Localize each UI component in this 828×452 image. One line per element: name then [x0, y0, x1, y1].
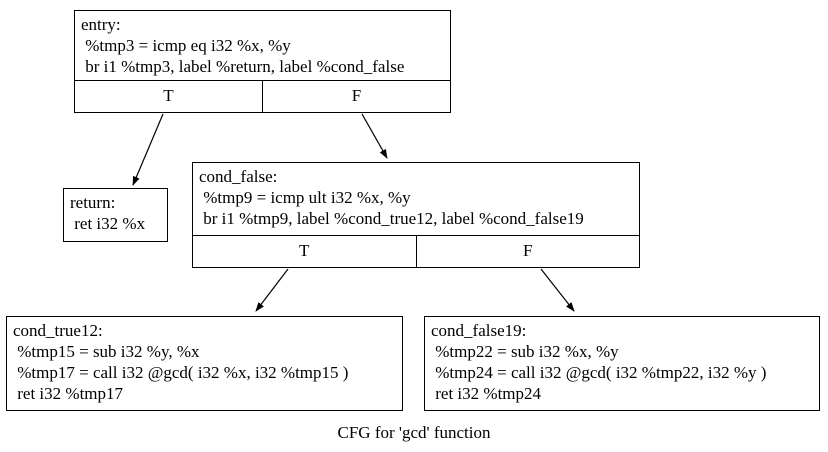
port-true-cell: T: [163, 86, 174, 105]
ir-line: %tmp9 = icmp ult i32 %x, %y: [199, 188, 411, 207]
node-entry-body: entry: %tmp3 = icmp eq i32 %x, %y br i1 …: [75, 11, 450, 77]
ir-line: br i1 %tmp9, label %cond_true12, label %…: [199, 209, 584, 228]
block-label: cond_false19:: [431, 321, 527, 340]
node-return-body: return: ret i32 %x: [64, 189, 167, 234]
ir-line: br i1 %tmp3, label %return, label %cond_…: [81, 57, 405, 76]
ir-line: %tmp3 = icmp eq i32 %x, %y: [81, 36, 291, 55]
ir-line: ret i32 %tmp24: [431, 384, 542, 403]
edge-entry-true-to-return: [132, 113, 164, 186]
block-label: return:: [70, 193, 116, 212]
port-true-cell: T: [299, 241, 310, 260]
edge-cond-false-true-to-cond-true12: [255, 268, 289, 312]
ir-line: %tmp15 = sub i32 %y, %x: [13, 342, 200, 361]
node-cond-true12: cond_true12: %tmp15 = sub i32 %y, %x %tm…: [6, 316, 403, 411]
port-false-cell: F: [415, 236, 640, 267]
branch-port-row: T F: [75, 80, 450, 112]
node-cond-true12-body: cond_true12: %tmp15 = sub i32 %y, %x %tm…: [7, 317, 402, 404]
node-entry: entry: %tmp3 = icmp eq i32 %x, %y br i1 …: [74, 10, 451, 113]
edge-entry-false-to-cond-false: [361, 113, 388, 159]
node-cond-false19: cond_false19: %tmp22 = sub i32 %x, %y %t…: [424, 316, 820, 411]
port-false-cell: F: [262, 81, 450, 112]
node-return: return: ret i32 %x: [63, 188, 168, 242]
node-cond-false19-body: cond_false19: %tmp22 = sub i32 %x, %y %t…: [425, 317, 819, 404]
ir-line: %tmp24 = call i32 @gcd( i32 %tmp22, i32 …: [431, 363, 767, 382]
block-label: cond_true12:: [13, 321, 103, 340]
edge-cond-false-false-to-cond-false19: [540, 268, 575, 312]
ir-line: ret i32 %tmp17: [13, 384, 124, 403]
node-cond-false: cond_false: %tmp9 = icmp ult i32 %x, %y …: [192, 162, 640, 268]
block-label: entry:: [81, 15, 121, 34]
ir-line: %tmp22 = sub i32 %x, %y: [431, 342, 619, 361]
ir-line: %tmp17 = call i32 @gcd( i32 %x, i32 %tmp…: [13, 363, 349, 382]
graph-title: CFG for 'gcd' function: [337, 423, 491, 442]
ir-line: ret i32 %x: [70, 214, 146, 233]
block-label: cond_false:: [199, 167, 278, 186]
branch-port-row: T F: [193, 235, 639, 267]
node-cond-false-body: cond_false: %tmp9 = icmp ult i32 %x, %y …: [193, 163, 639, 229]
